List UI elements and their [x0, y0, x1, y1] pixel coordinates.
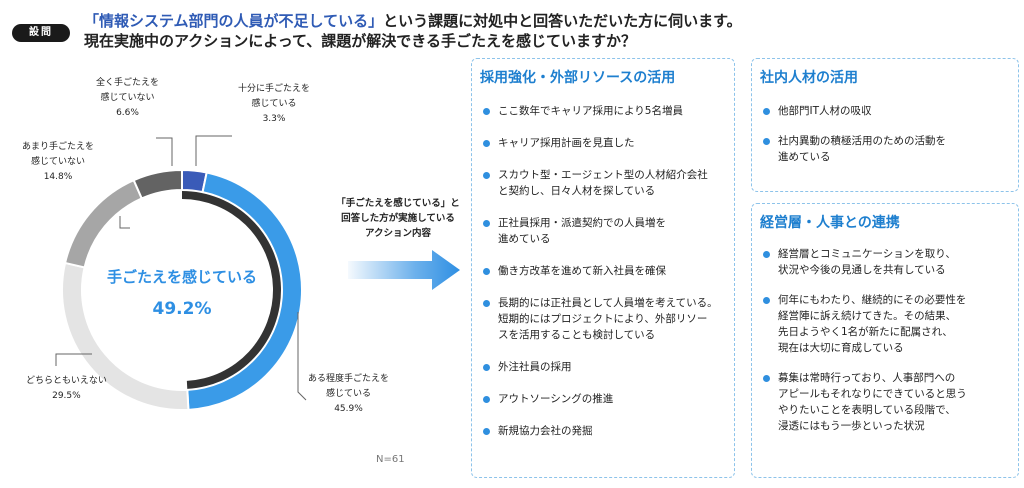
- label-somewhat-line-2: 感じている: [326, 389, 372, 399]
- label-sufficient-value: 3.3%: [262, 114, 286, 124]
- list-item: 働き方改革を進めて新入社員を確保: [482, 263, 666, 279]
- list-item: 経営層とコミュニケーションを取り、状況や今後の見通しを共有している: [762, 246, 956, 278]
- panel-internal-talent-title: 社内人材の活用: [760, 70, 858, 86]
- leader-sufficient: [195, 135, 232, 166]
- question-line-1-rest: という課題に対処中と回答いただいた方に伺います。: [383, 12, 742, 30]
- list-item: 社内異動の積極活用のための活動を進めている: [762, 133, 946, 165]
- label-somewhat-value: 45.9%: [334, 404, 363, 414]
- slice-none: [132, 168, 183, 200]
- right-arrow-icon: [348, 250, 460, 290]
- list-item: スカウト型・エージェント型の人材紹介会社と契約し、日々人材を探している: [482, 167, 708, 199]
- label-none: 全く手ごたえを 感じていない 6.6%: [96, 76, 159, 121]
- sample-size: N=61: [376, 454, 405, 465]
- label-none-line-2: 感じていない: [100, 93, 155, 103]
- label-sufficient-line-1: 十分に手ごたえを: [238, 84, 311, 94]
- label-somewhat-line-1: ある程度手ごたえを: [308, 374, 390, 384]
- panel-recruitment: 採用強化・外部リソースの活用 ここ数年でキャリア採用により5名増員 キャリア採用…: [471, 58, 735, 478]
- panel-internal-talent: 社内人材の活用 他部門IT人材の吸収 社内異動の積極活用のための活動を進めている: [751, 58, 1019, 192]
- question-badge: 設問: [12, 24, 70, 42]
- panel-management-hr-title: 経営層・人事との連携: [760, 215, 900, 231]
- slice-somewhat: [186, 171, 303, 411]
- list-item: 他部門IT人材の吸収: [762, 103, 872, 119]
- arrow-caption-line-1: 「手ごたえを感じている」と: [336, 198, 460, 209]
- question-line-1: 「情報システム部門の人員が不足している」という課題に対処中と回答いただいた方に伺…: [84, 10, 742, 31]
- list-item: 外注社員の採用: [482, 359, 572, 375]
- list-item: ここ数年でキャリア採用により5名増員: [482, 103, 683, 119]
- leader-neutral: [55, 353, 92, 366]
- list-item: 何年にもわたり、継続的にその必要性を経営陣に訴え続けてきた。その結果、先日ようや…: [762, 292, 966, 356]
- label-neutral-value: 29.5%: [52, 391, 81, 401]
- label-little-line-1: あまり手ごたえを: [22, 142, 95, 152]
- label-sufficient-line-2: 感じている: [251, 99, 297, 109]
- arrow-caption-line-3: アクション内容: [364, 228, 432, 239]
- arrow-caption-line-2: 回答した方が実施している: [341, 213, 455, 224]
- label-little: あまり手ごたえを 感じていない 14.8%: [22, 140, 94, 185]
- leader-somewhat: [297, 312, 307, 401]
- panel-management-hr: 経営層・人事との連携 経営層とコミュニケーションを取り、状況や今後の見通しを共有…: [751, 203, 1019, 478]
- leader-little: [119, 216, 130, 229]
- label-little-value: 14.8%: [43, 172, 73, 182]
- list-item: 新規協力会社の発掘: [482, 423, 593, 439]
- question-line-2: 現在実施中のアクションによって、課題が解決できる手ごたえを感じていますか？: [84, 32, 637, 50]
- label-sufficient: 十分に手ごたえを 感じている 3.3%: [238, 82, 310, 127]
- question-highlight: 「情報システム部門の人員が不足している」: [84, 12, 384, 30]
- label-somewhat: ある程度手ごたえを 感じている 45.9%: [308, 372, 389, 417]
- label-neutral: どちらともいえない 29.5%: [26, 374, 107, 404]
- label-none-line-1: 全く手ごたえを: [96, 78, 160, 88]
- label-little-line-2: 感じていない: [31, 157, 86, 167]
- arrow-caption: 「手ごたえを感じている」と 回答した方が実施している アクション内容: [324, 196, 472, 241]
- list-item: キャリア採用計画を見直した: [482, 135, 635, 151]
- leader-none: [156, 137, 173, 166]
- label-none-value: 6.6%: [116, 108, 139, 118]
- slice-little: [63, 178, 144, 269]
- list-item: アウトソーシングの推進: [482, 391, 613, 407]
- list-item: 募集は常時行っており、人事部門へのアピールもそれなりにできていると思うやりたいこ…: [762, 370, 967, 434]
- label-neutral-line-1: どちらともいえない: [26, 376, 107, 386]
- list-item: 正社員採用・派遣契約での人員増を進めている: [482, 215, 666, 247]
- center-value: 49.2%: [153, 299, 212, 319]
- donut-chart: 手ごたえを感じている 49.2%: [55, 135, 307, 411]
- list-item: 長期的には正社員として人員増を考えている。短期的にはプロジェクトにより、外部リソ…: [482, 295, 718, 343]
- panel-recruitment-title: 採用強化・外部リソースの活用: [480, 70, 676, 86]
- center-label: 手ごたえを感じている: [107, 268, 257, 286]
